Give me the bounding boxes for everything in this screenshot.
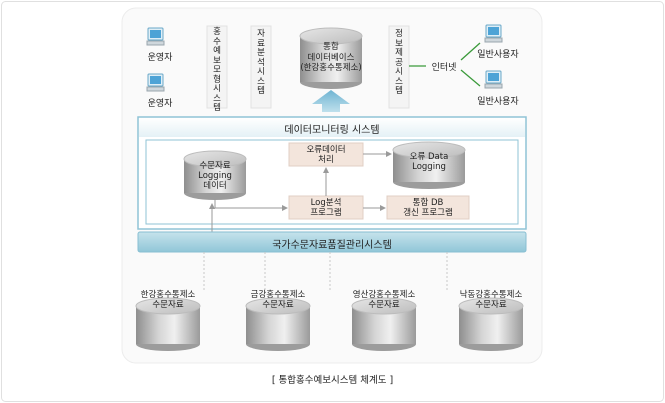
source-cylinder-yeongsangang: [351, 297, 417, 351]
error-logging-label: 오류 Data Logging: [393, 152, 465, 172]
error-process-line2: 처리: [318, 155, 334, 165]
source-cylinder-nakdonggang: [458, 297, 524, 351]
integrated-db-cylinder: [299, 27, 363, 89]
db-update-line1: 통합 DB: [412, 198, 444, 208]
system-box-info-provide: [388, 25, 410, 109]
computer-icon: [484, 24, 503, 43]
logging-data-label: 수문자료 Logging 데이터: [184, 161, 246, 191]
log-analysis-line2: 프로그램: [310, 208, 342, 218]
internet-link: [460, 42, 481, 61]
source-label: 낙동강홍수통제소 수문자료: [446, 290, 536, 310]
db-update-label: 통합 DB 갱신 프로그램: [387, 198, 469, 218]
computer-icon: [146, 73, 165, 92]
source-type: 수문자료: [262, 300, 294, 310]
general-user-label: 일반사용자: [477, 50, 519, 60]
quality-system-bar: [137, 231, 527, 253]
logging-line2: Logging: [198, 171, 232, 181]
monitoring-header: [139, 118, 525, 137]
source-label: 영산강홍수통제소 수문자료: [339, 290, 429, 310]
error-logging-line1: 오류 Data: [409, 152, 449, 162]
log-analysis-label: Log분석 프로그램: [289, 198, 363, 218]
error-process-line1: 오류데이터: [306, 145, 346, 155]
db-update-box: [386, 195, 470, 220]
info-provide-system-label: 정보제공시스템: [395, 29, 403, 96]
source-cylinder-hangang: [135, 297, 201, 351]
data-analysis-system-label: 자료분석시스템: [257, 29, 265, 96]
arrow-up-icon: [312, 90, 350, 112]
source-name: 한강홍수통제소: [140, 290, 196, 300]
source-name: 금강홍수통제소: [250, 290, 306, 300]
computer-icon: [146, 27, 165, 46]
integrated-db-label: 통합 데이터베이스 (한강홍수통제소): [290, 42, 372, 74]
system-box-data-analysis: [250, 25, 272, 109]
quality-system-title: 국가수문자료품질관리시스템: [272, 240, 392, 251]
logging-line3: 데이터: [203, 181, 227, 191]
source-type: 수문자료: [368, 300, 400, 310]
operator-label: 운영자: [147, 99, 173, 109]
logging-data-cylinder: [183, 150, 247, 200]
system-box-flood-model: [206, 25, 228, 109]
source-label: 한강홍수통제소 수문자료: [128, 290, 208, 310]
computer-icon: [484, 70, 503, 89]
db-update-line2: 갱신 프로그램: [403, 208, 453, 218]
flood-model-system-label: 홍수예보모형시스템: [213, 27, 221, 113]
internet-label: 인터넷: [431, 63, 457, 73]
source-label: 금강홍수통제소 수문자료: [238, 290, 318, 310]
source-name: 영산강홍수통제소: [352, 290, 416, 300]
internet-link: [460, 69, 481, 87]
integrated-db-line1: 통합: [323, 42, 339, 52]
error-logging-cylinder: [392, 141, 466, 189]
source-name: 낙동강홍수통제소: [459, 290, 523, 300]
error-logging-line2: Logging: [412, 162, 446, 172]
general-user-label: 일반사용자: [477, 97, 519, 107]
arrow-logging-to-analysis: [214, 200, 288, 211]
operator-label: 운영자: [147, 53, 173, 63]
error-process-label: 오류데이터 처리: [289, 145, 363, 165]
diagram-caption: [ 통합홍수예보시스템 체계도 ]: [271, 375, 394, 386]
monitoring-title: 데이터모니터링 시스템: [284, 125, 380, 136]
source-type: 수문자료: [475, 300, 507, 310]
integrated-db-line2: 데이터베이스: [307, 52, 355, 63]
integrated-db-line3: (한강홍수통제소): [300, 63, 362, 73]
log-analysis-line1: Log분석: [310, 198, 342, 208]
logging-line1: 수문자료: [199, 161, 231, 171]
source-cylinder-geumgang: [245, 297, 311, 351]
source-type: 수문자료: [152, 300, 184, 310]
